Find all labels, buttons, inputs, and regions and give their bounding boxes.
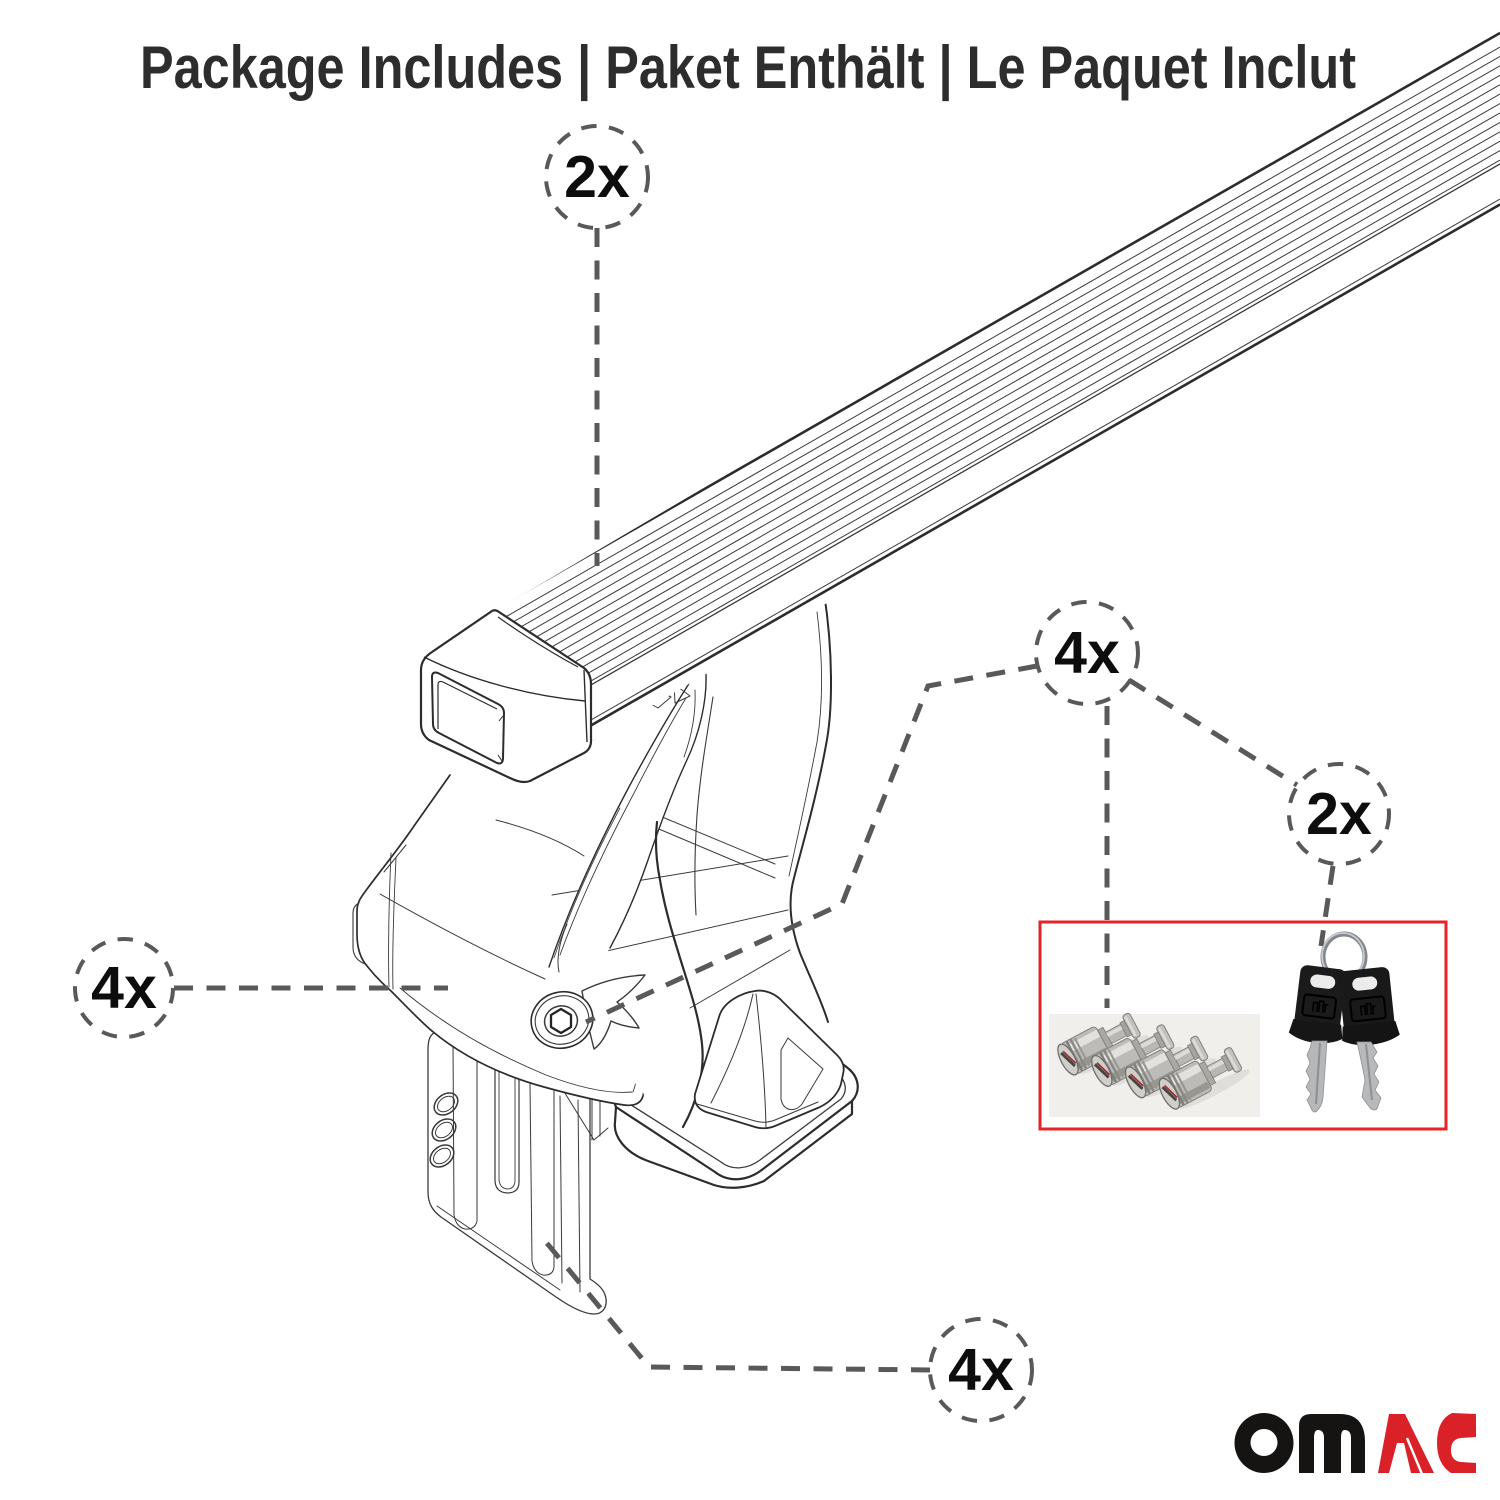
svg-text:4x: 4x [1054, 620, 1120, 686]
svg-text:2x: 2x [1306, 781, 1372, 847]
svg-text:2x: 2x [564, 144, 630, 210]
svg-text:4x: 4x [91, 955, 157, 1021]
svg-text:4x: 4x [948, 1337, 1014, 1403]
svg-text:Package Includes | Paket Enthä: Package Includes | Paket Enthält | Le Pa… [140, 34, 1356, 102]
